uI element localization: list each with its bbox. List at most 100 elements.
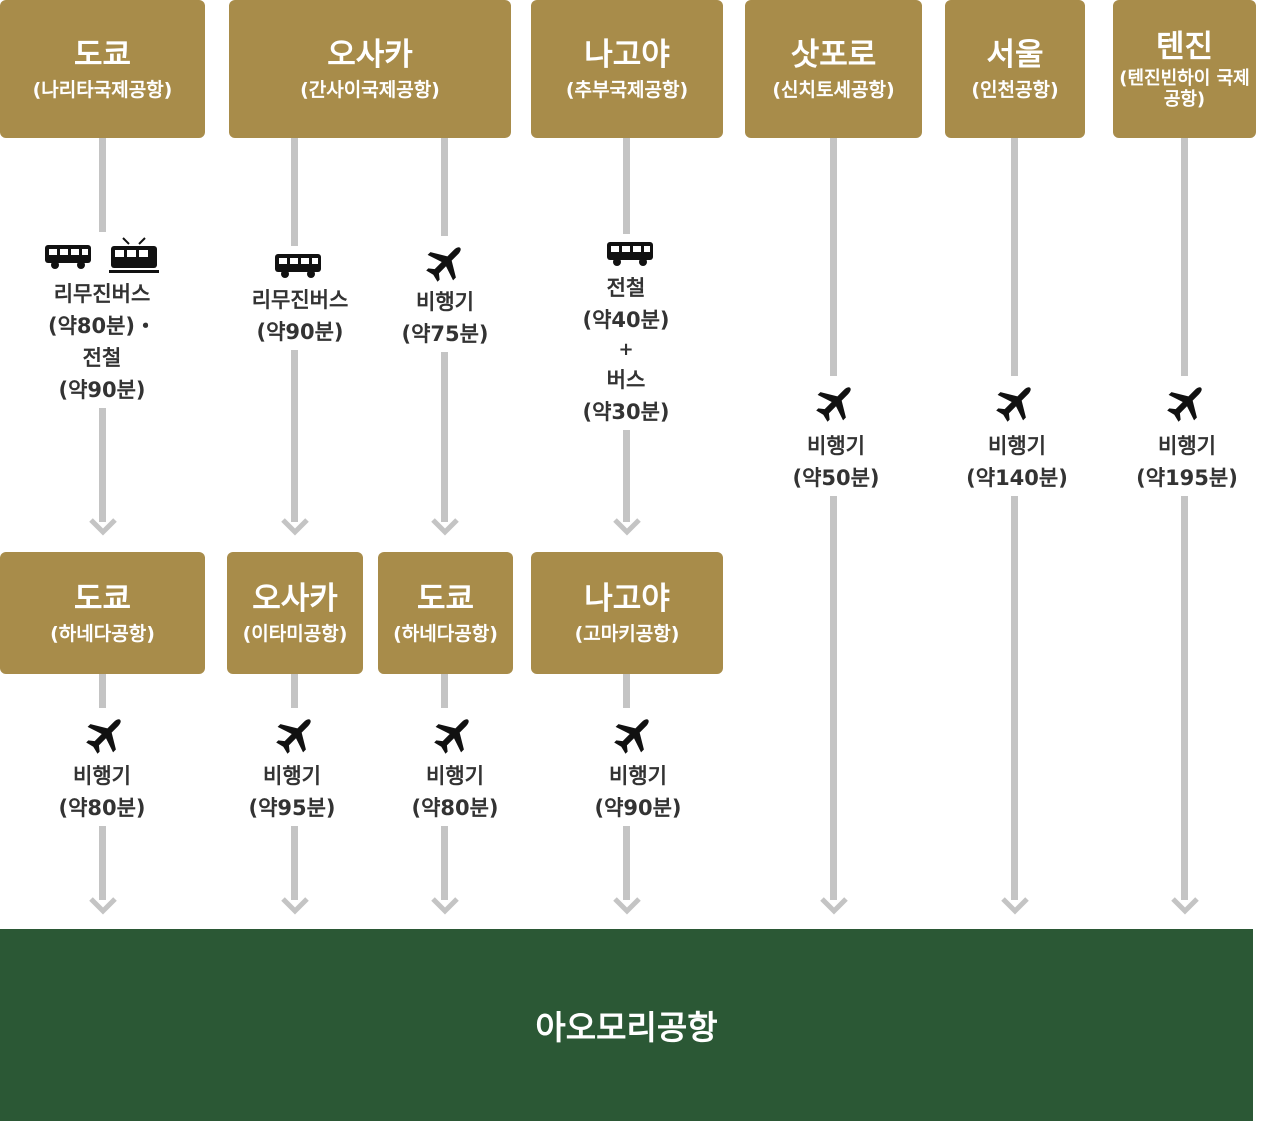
route-label-osaka-bus: 리무진버스 (약90분) [215,282,385,350]
route-time: (약80분)・ [47,314,157,338]
route-label-itami-flight: 비행기 (약95분) [207,758,377,826]
airplane-icon [1167,387,1202,422]
transport-icons [418,236,474,288]
route-label-seoul-flight: 비행기 (약140분) [932,428,1102,496]
origin-airport: (텐진빈하이 국제공항) [1119,68,1250,110]
arrow-down-icon [1171,897,1199,915]
route-time: (약90분) [594,796,682,820]
route-mode: 비행기 [416,290,474,314]
route-label-komaki-flight: 비행기 (약90분) [553,758,723,826]
arrow-down-icon [281,897,309,915]
bus-icon [275,254,321,278]
route-mode: 리무진버스 [251,288,349,312]
route-time: (약50분) [792,466,880,490]
transfer-city: 나고야 [584,581,670,617]
origin-box-nagoya-chubu: 나고야 (추부국제공항) [531,0,723,138]
origin-airport: (추부국제공항) [565,79,689,101]
airplane-icon [996,387,1031,422]
route-mode: 전철 [82,346,122,370]
origin-city: 서울 [986,37,1044,73]
route-label-osaka-flight: 비행기 (약75분) [360,284,530,352]
origin-city: 나고야 [584,37,670,73]
route-time: (약30분) [582,400,670,424]
transport-icons [988,376,1044,428]
route-mode: 버스 [606,368,646,392]
route-line [1181,138,1188,900]
bus-icon [607,242,653,266]
arrow-down-icon [820,897,848,915]
airplane-icon [614,719,649,754]
transfer-airport: (하네다공항) [50,623,155,645]
route-label-sapporo-flight: 비행기 (약50분) [751,428,921,496]
transfer-city: 도쿄 [416,581,475,617]
route-mode: 비행기 [426,764,484,788]
origin-airport: (간사이국제공항) [300,79,440,101]
route-time: (약195분) [1136,466,1238,490]
route-time: (약95분) [248,796,336,820]
arrow-down-icon [89,518,117,536]
origin-airport: (나리타국제공항) [32,79,173,101]
origin-box-seoul: 서울 (인천공항) [945,0,1085,138]
route-line [830,138,837,900]
route-label-haneda-flight: 비행기 (약80분) [17,758,187,826]
arrow-down-icon [281,518,309,536]
transport-icons [598,234,662,272]
route-time: (약75분) [401,322,489,346]
destination-box-aomori: 아오모리공항 [0,929,1253,1121]
transfer-city: 도쿄 [73,581,132,617]
arrow-down-icon [1001,897,1029,915]
origin-box-osaka-kansai: 오사카 (간사이국제공항) [229,0,511,138]
origin-airport: (인천공항) [971,79,1059,101]
route-label-haneda-flight-2: 비행기 (약80분) [370,758,540,826]
airplane-icon [426,247,461,282]
route-mode: 전철 [606,276,646,300]
transport-icons [78,708,134,760]
destination-label: 아오모리공항 [535,1008,718,1047]
transport-icons [266,246,330,284]
transport-icons [426,708,482,760]
origin-box-tianjin: 텐진 (텐진빈하이 국제공항) [1113,0,1256,138]
transfer-city: 오사카 [252,581,338,617]
route-time: (약90분) [256,320,344,344]
origin-city: 삿포로 [790,37,877,73]
route-time: (약80분) [58,796,146,820]
origin-city: 텐진 [1155,29,1214,65]
route-plus: + [618,339,634,360]
transport-icons [808,376,864,428]
route-mode: 리무진버스 [53,282,151,306]
route-mode: 비행기 [807,434,865,458]
airplane-icon [276,719,311,754]
transfer-airport: (하네다공항) [393,623,498,645]
origin-box-sapporo: 삿포로 (신치토세공항) [745,0,922,138]
route-time: (약90분) [58,378,146,402]
route-label-tokyo-ground: 리무진버스 (약80분)・ 전철 (약90분) [17,276,187,408]
bus-icon [45,245,91,269]
route-label-nagoya-ground: 전철 (약40분) + 버스 (약30분) [541,270,711,430]
transport-icons [606,708,662,760]
airplane-icon [434,719,469,754]
origin-box-tokyo-narita: 도쿄 (나리타국제공항) [0,0,205,138]
arrow-down-icon [431,897,459,915]
airplane-icon [816,387,851,422]
arrow-down-icon [613,897,641,915]
arrow-down-icon [89,897,117,915]
origin-airport: (신치토세공항) [772,79,895,101]
transfer-box-tokyo-haneda: 도쿄 (하네다공항) [0,552,205,674]
route-time: (약140분) [966,466,1068,490]
transport-icons [1159,376,1215,428]
train-icon [109,237,159,273]
route-mode: 비행기 [263,764,321,788]
route-label-tianjin-flight: 비행기 (약195분) [1102,428,1272,496]
origin-city: 오사카 [327,37,413,73]
route-mode: 비행기 [988,434,1046,458]
transport-icons [38,232,164,280]
route-time: (약80분) [411,796,499,820]
transfer-box-tokyo-haneda-2: 도쿄 (하네다공항) [378,552,513,674]
transport-icons [268,708,324,760]
transfer-airport: (이타미공항) [242,623,348,645]
airplane-icon [86,719,121,754]
route-line [1011,138,1018,900]
route-mode: 비행기 [609,764,667,788]
origin-city: 도쿄 [73,37,132,73]
route-time: (약40분) [582,308,670,332]
